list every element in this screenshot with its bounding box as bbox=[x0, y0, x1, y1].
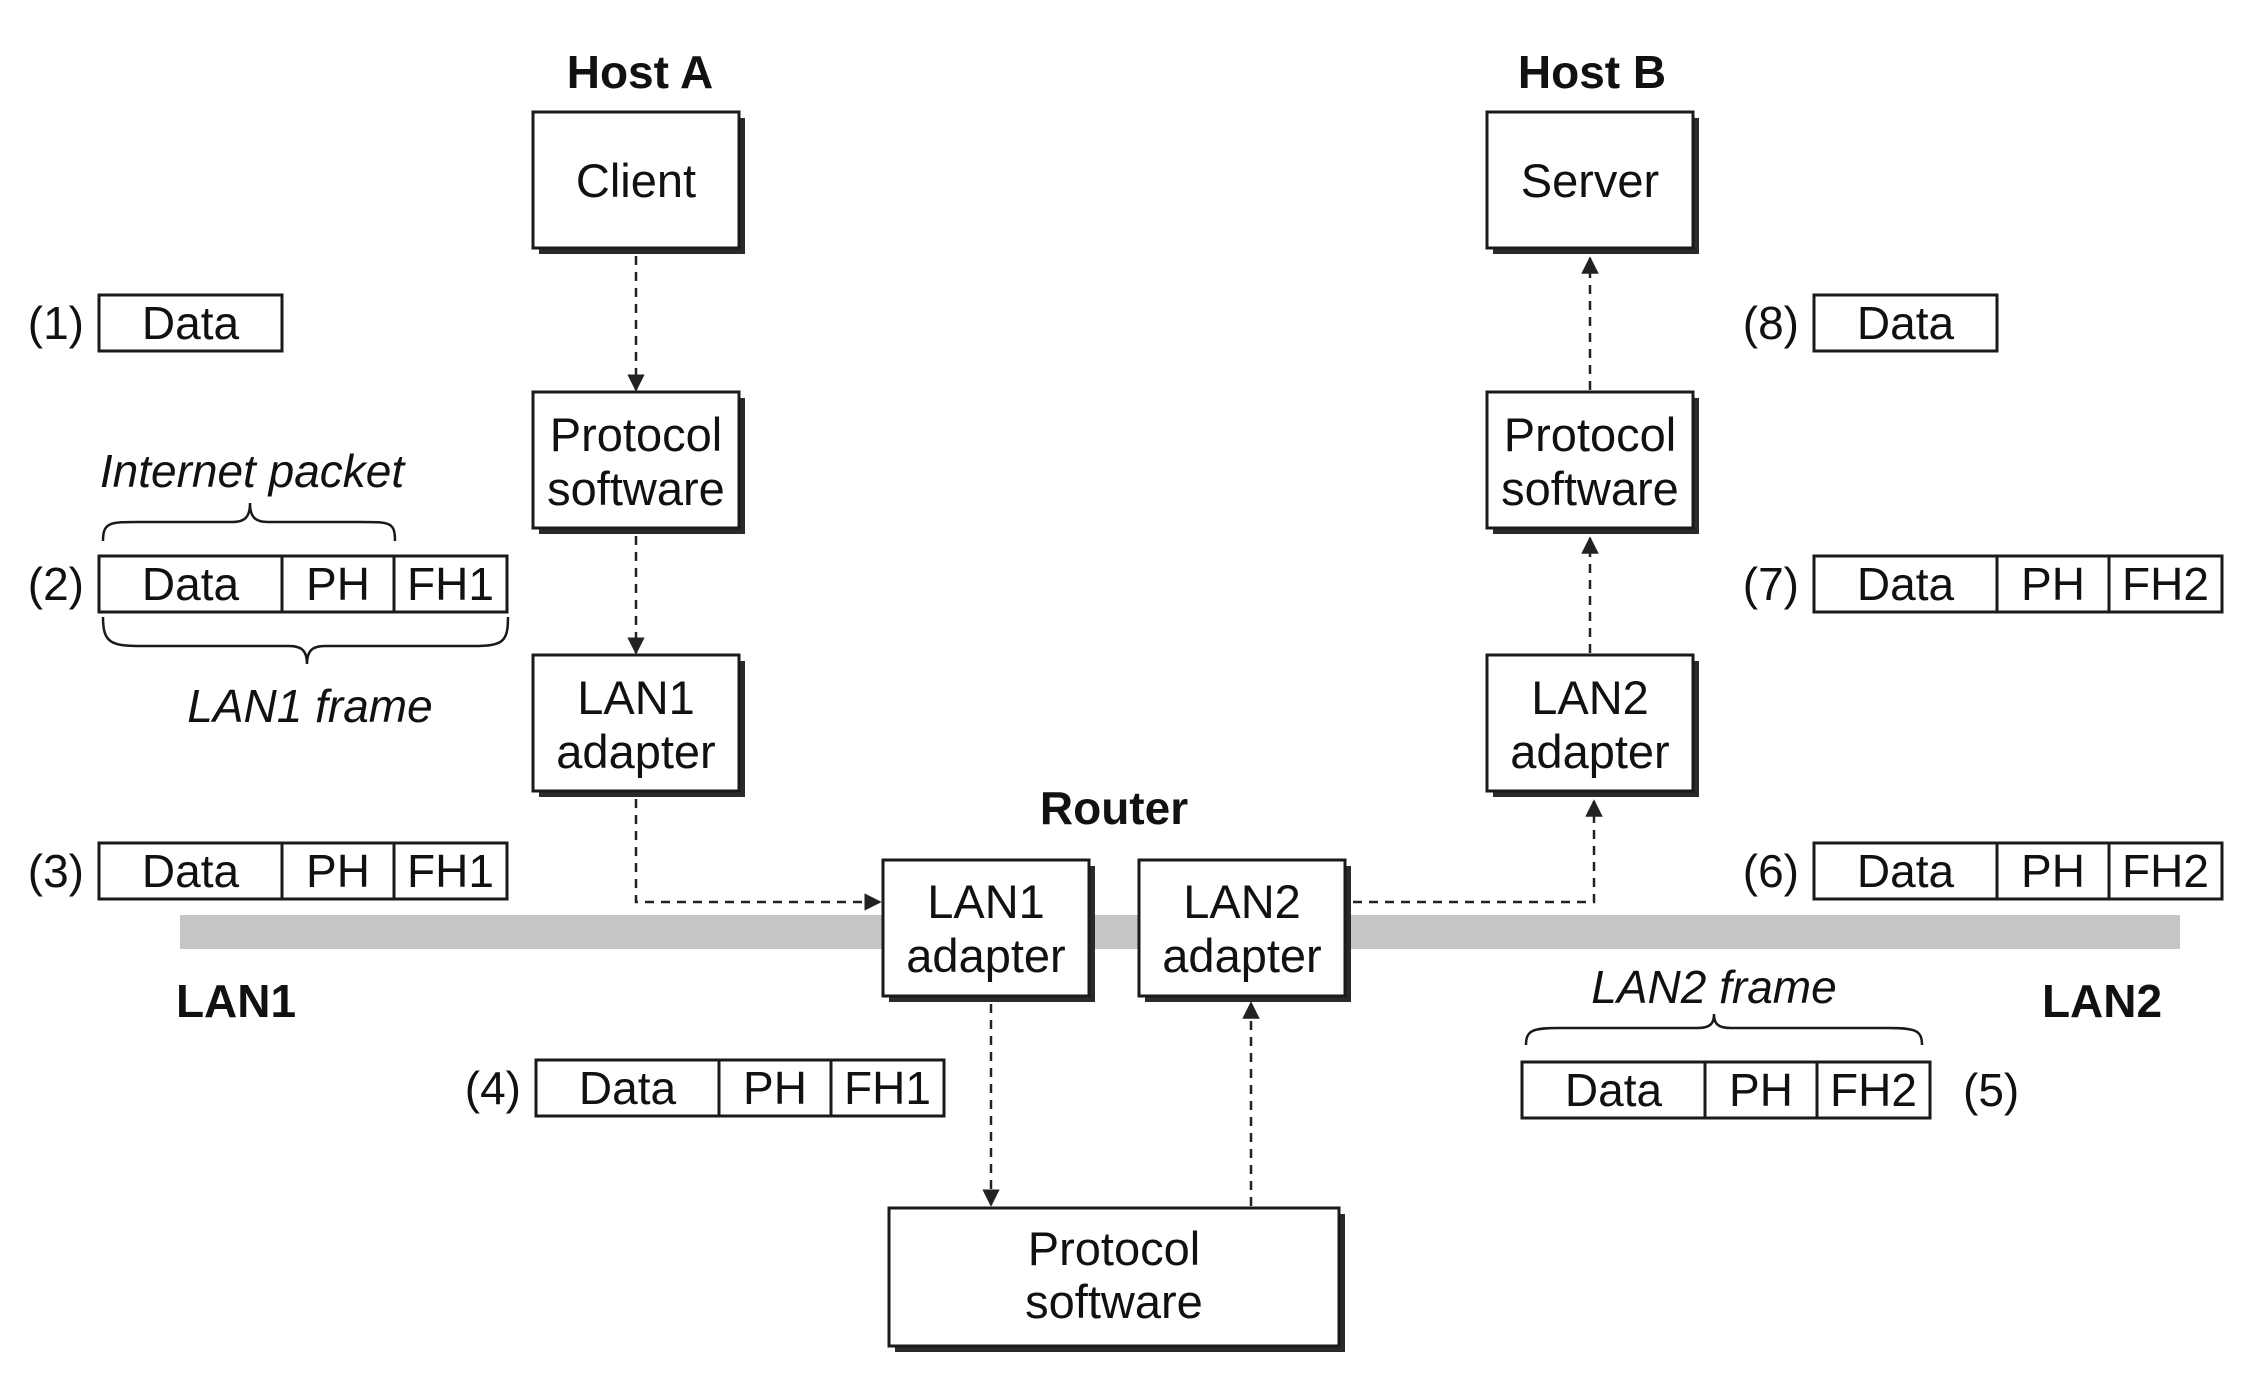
packet-2: (2) Data PH FH1 bbox=[28, 554, 509, 614]
router-protocol-label-line2: software bbox=[1025, 1275, 1203, 1328]
host-a-title: Host A bbox=[567, 46, 714, 98]
packet-segment-label: FH2 bbox=[1830, 1064, 1917, 1116]
router-title: Router bbox=[1040, 782, 1188, 834]
packet-segment-box bbox=[392, 554, 509, 614]
router-lan2-adapter-box: LAN2 adapter bbox=[1137, 858, 1351, 1002]
internet-packet-brace bbox=[101, 502, 397, 542]
host-a-lan1-adapter-box: LAN1 adapter bbox=[531, 653, 745, 797]
lan1-title: LAN1 bbox=[176, 975, 296, 1027]
host-a-adapter-label-line1: LAN1 bbox=[577, 671, 695, 724]
client-label: Client bbox=[576, 154, 696, 207]
packet-step-label: (4) bbox=[465, 1062, 521, 1114]
packet-segment-label: FH2 bbox=[2122, 558, 2209, 610]
host-a-adapter-label-line2: adapter bbox=[556, 725, 715, 778]
router-lan2-adapter-label-line1: LAN2 bbox=[1183, 875, 1301, 928]
host-b-adapter-label-line1: LAN2 bbox=[1531, 671, 1649, 724]
packet-segment-box bbox=[2107, 554, 2224, 614]
packet-segment-box bbox=[534, 1058, 721, 1118]
packet-segment-label: FH1 bbox=[844, 1062, 931, 1114]
packet-segment-label: Data bbox=[142, 845, 240, 897]
packet-3: (3) Data PH FH1 bbox=[28, 841, 509, 901]
server-box: Server bbox=[1485, 110, 1699, 254]
packet-1: (1) Data bbox=[28, 293, 284, 353]
router-lan1-adapter-label-line1: LAN1 bbox=[927, 875, 1045, 928]
packet-segment-box bbox=[97, 293, 284, 353]
packet-segment-box bbox=[392, 841, 509, 901]
host-b-title: Host B bbox=[1518, 46, 1666, 98]
packet-5: (5) Data PH FH2 bbox=[1520, 1060, 2019, 1120]
packet-segment-label: PH bbox=[1729, 1064, 1793, 1116]
packet-segment-label: Data bbox=[142, 297, 240, 349]
packet-segment-label: FH2 bbox=[2122, 845, 2209, 897]
router-protocol-software-box: Protocol software bbox=[887, 1206, 1345, 1352]
packet-segment-box bbox=[280, 554, 396, 614]
packet-segment-label: Data bbox=[1857, 845, 1955, 897]
packet-segment-label: PH bbox=[306, 558, 370, 610]
host-b-protocol-label-line1: Protocol bbox=[1504, 408, 1676, 461]
packet-segment-box bbox=[280, 841, 396, 901]
router-lan2-adapter-label-line2: adapter bbox=[1162, 929, 1321, 982]
host-a-protocol-label-line1: Protocol bbox=[550, 408, 722, 461]
internet-packet-label: Internet packet bbox=[100, 445, 407, 497]
host-a-protocol-software-box: Protocol software bbox=[531, 390, 745, 534]
lan2-frame-label: LAN2 frame bbox=[1591, 961, 1836, 1013]
packet-step-label: (5) bbox=[1963, 1064, 2019, 1116]
lan1-frame-label: LAN1 frame bbox=[187, 680, 432, 732]
packet-segment-box bbox=[1703, 1060, 1819, 1120]
packet-segment-label: PH bbox=[743, 1062, 807, 1114]
packet-segment-box bbox=[1815, 1060, 1932, 1120]
server-label: Server bbox=[1521, 154, 1659, 207]
packet-segment-label: PH bbox=[306, 845, 370, 897]
packet-4: (4) Data PH FH1 bbox=[465, 1058, 946, 1118]
packet-step-label: (8) bbox=[1743, 297, 1799, 349]
packet-step-label: (1) bbox=[28, 297, 84, 349]
packet-segment-box bbox=[97, 841, 284, 901]
router-lan1-adapter-box: LAN1 adapter bbox=[881, 858, 1095, 1002]
packet-segment-label: PH bbox=[2021, 845, 2085, 897]
host-a-protocol-label-line2: software bbox=[547, 462, 725, 515]
packet-segment-label: Data bbox=[1857, 297, 1955, 349]
lan2-title: LAN2 bbox=[2042, 975, 2162, 1027]
flow-arrow-host-a-adapter-to-router bbox=[634, 799, 882, 911]
packet-step-label: (6) bbox=[1743, 845, 1799, 897]
packet-step-label: (2) bbox=[28, 558, 84, 610]
packet-7: (7) Data PH FH2 bbox=[1743, 554, 2224, 614]
flow-arrow-router-to-host-b-adapter bbox=[1353, 799, 1603, 904]
packet-step-label: (3) bbox=[28, 845, 84, 897]
router-lan1-adapter-label-line2: adapter bbox=[906, 929, 1065, 982]
packet-segment-box bbox=[829, 1058, 946, 1118]
packet-step-label: (7) bbox=[1743, 558, 1799, 610]
host-b-adapter-label-line2: adapter bbox=[1510, 725, 1669, 778]
host-b-lan2-adapter-box: LAN2 adapter bbox=[1485, 653, 1699, 797]
router-protocol-label-line1: Protocol bbox=[1028, 1222, 1200, 1275]
packet-segment-label: Data bbox=[579, 1062, 677, 1114]
packet-segment-label: Data bbox=[1565, 1064, 1663, 1116]
packet-segment-label: PH bbox=[2021, 558, 2085, 610]
lan1-frame-brace bbox=[101, 616, 510, 665]
host-b-protocol-label-line2: software bbox=[1501, 462, 1679, 515]
packet-segment-label: FH1 bbox=[407, 558, 494, 610]
packet-segment-label: FH1 bbox=[407, 845, 494, 897]
packet-segment-label: Data bbox=[1857, 558, 1955, 610]
packet-6: (6) Data PH FH2 bbox=[1743, 841, 2224, 901]
packet-segment-box bbox=[2107, 841, 2224, 901]
host-b-protocol-software-box: Protocol software bbox=[1485, 390, 1699, 534]
client-box: Client bbox=[531, 110, 745, 254]
packet-8: (8) Data bbox=[1743, 293, 1999, 353]
packet-segment-box bbox=[1812, 293, 1999, 353]
packet-segment-label: Data bbox=[142, 558, 240, 610]
lan2-frame-brace bbox=[1524, 1013, 1924, 1046]
packet-segment-box bbox=[1520, 1060, 1707, 1120]
